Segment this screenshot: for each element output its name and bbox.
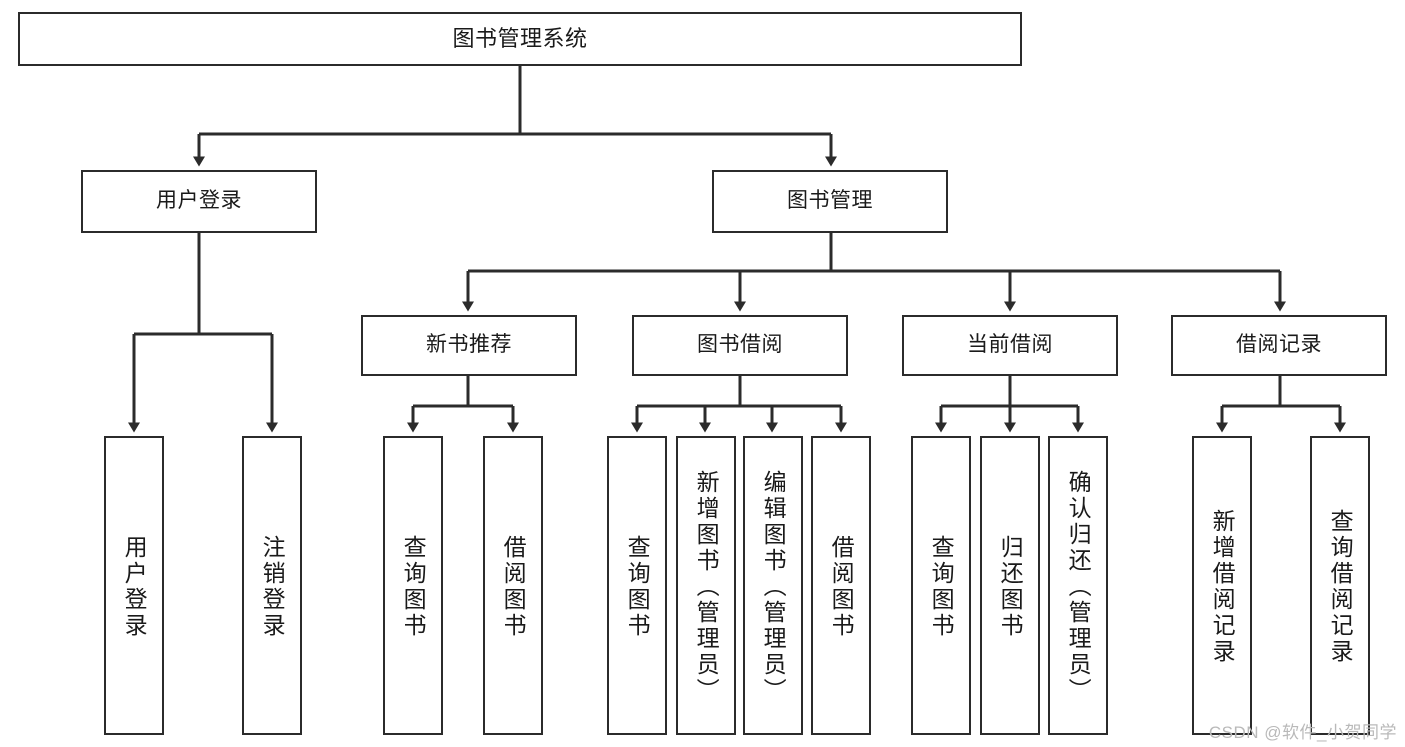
node-root-book-management-system[interactable]: 图书管理系统 — [18, 12, 1022, 66]
node-label: 图书管理系统 — [452, 26, 588, 52]
leaf-user-login-logout[interactable]: 注销登录 — [242, 436, 302, 735]
node-label: 新增图书（管理员） — [693, 469, 720, 704]
leaf-borrow-edit-book-admin[interactable]: 编辑图书（管理员） — [743, 436, 803, 735]
leaf-borrow-query-book[interactable]: 查询图书 — [607, 436, 667, 735]
node-label: 查询图书 — [928, 534, 955, 639]
leaf-current-confirm-return-admin[interactable]: 确认归还（管理员） — [1048, 436, 1108, 735]
leaf-user-login-login[interactable]: 用户登录 — [104, 436, 164, 735]
node-label: 注销登录 — [259, 534, 286, 639]
node-label: 当前借阅 — [967, 333, 1053, 357]
node-user-login[interactable]: 用户登录 — [81, 170, 317, 233]
node-label: 新增借阅记录 — [1209, 508, 1236, 665]
leaf-current-query-book[interactable]: 查询图书 — [911, 436, 971, 735]
leaf-record-add-borrow-record[interactable]: 新增借阅记录 — [1192, 436, 1252, 735]
leaf-record-query-borrow-record[interactable]: 查询借阅记录 — [1310, 436, 1370, 735]
node-book-borrow[interactable]: 图书借阅 — [632, 315, 848, 376]
node-label: 用户登录 — [156, 189, 242, 213]
node-current-borrow[interactable]: 当前借阅 — [902, 315, 1118, 376]
node-label: 用户登录 — [121, 534, 148, 639]
leaf-current-return-book[interactable]: 归还图书 — [980, 436, 1040, 735]
node-label: 编辑图书（管理员） — [760, 469, 787, 704]
node-label: 图书借阅 — [697, 333, 783, 357]
node-label: 图书管理 — [787, 189, 873, 213]
node-book-management[interactable]: 图书管理 — [712, 170, 948, 233]
leaf-recommend-borrow-book[interactable]: 借阅图书 — [483, 436, 543, 735]
leaf-borrow-borrow-book[interactable]: 借阅图书 — [811, 436, 871, 735]
node-label: 归还图书 — [997, 534, 1024, 639]
leaf-borrow-add-book-admin[interactable]: 新增图书（管理员） — [676, 436, 736, 735]
node-label: 借阅图书 — [828, 534, 855, 639]
node-label: 新书推荐 — [426, 333, 512, 357]
watermark: CSDN @软件_小贺同学 — [1208, 723, 1397, 742]
node-label: 查询图书 — [400, 534, 427, 639]
node-label: 借阅记录 — [1236, 333, 1322, 357]
node-label: 确认归还（管理员） — [1065, 469, 1092, 704]
node-label: 查询图书 — [624, 534, 651, 639]
node-new-book-recommend[interactable]: 新书推荐 — [361, 315, 577, 376]
leaf-recommend-query-book[interactable]: 查询图书 — [383, 436, 443, 735]
node-label: 借阅图书 — [500, 534, 527, 639]
node-borrow-record[interactable]: 借阅记录 — [1171, 315, 1387, 376]
node-label: 查询借阅记录 — [1327, 508, 1354, 665]
